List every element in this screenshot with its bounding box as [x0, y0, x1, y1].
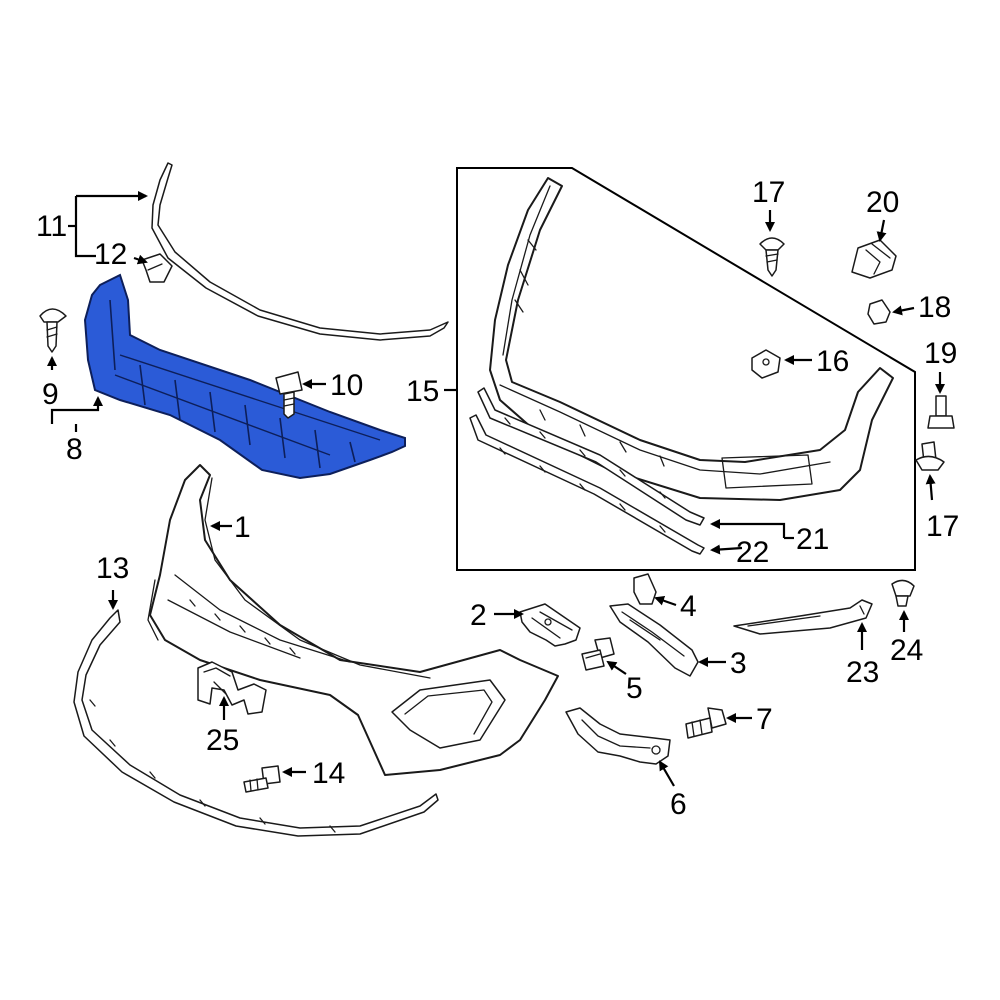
clip-12[interactable] [141, 253, 173, 283]
trim-23[interactable] [733, 599, 873, 635]
callout-23: 23 [846, 656, 879, 689]
callout-7: 7 [756, 703, 773, 736]
clip-18[interactable] [867, 299, 891, 325]
bumper-cover-1[interactable] [147, 464, 559, 776]
screw-17-side[interactable] [915, 441, 945, 471]
bolt-14[interactable] [243, 765, 281, 793]
bracket-3[interactable] [609, 603, 699, 677]
grille-frame[interactable] [489, 177, 894, 501]
callout-4: 4 [680, 590, 697, 623]
callout-25: 25 [206, 724, 239, 757]
callout-21: 21 [796, 523, 829, 556]
callout-24: 24 [890, 634, 923, 667]
callout-17-top: 17 [752, 176, 785, 209]
bracket-20[interactable] [851, 239, 897, 279]
callout-3: 3 [730, 647, 747, 680]
callout-5: 5 [626, 672, 643, 705]
callout-13: 13 [96, 552, 129, 585]
callout-2: 2 [470, 599, 487, 632]
callout-14: 14 [312, 757, 345, 790]
callout-labels: 1 2 3 4 5 6 7 8 9 10 11 12 13 14 15 16 1… [36, 176, 959, 821]
bolt-10[interactable] [275, 371, 303, 419]
bracket-2[interactable] [519, 603, 581, 647]
callout-16: 16 [816, 345, 849, 378]
emblem-25[interactable] [197, 661, 267, 715]
callout-8: 8 [66, 433, 83, 466]
upper-molding-11[interactable] [151, 162, 449, 341]
screw-17-top[interactable] [759, 237, 785, 277]
callout-10: 10 [330, 369, 363, 402]
callout-1: 1 [234, 511, 251, 544]
bolt-5[interactable] [581, 637, 615, 671]
callout-12: 12 [94, 238, 127, 271]
lower-trim-13[interactable] [73, 609, 439, 837]
leader-lines [47, 191, 945, 787]
screw-9[interactable] [39, 308, 67, 353]
callout-17-side: 17 [926, 510, 959, 543]
clip-24[interactable] [891, 579, 915, 607]
bolt-7[interactable] [685, 707, 727, 739]
callout-6: 6 [670, 788, 687, 821]
callout-20: 20 [866, 186, 899, 219]
molding-22[interactable] [469, 414, 705, 555]
detail-inset-box [456, 167, 916, 571]
highlighted-absorber [83, 273, 406, 480]
clip-16[interactable] [751, 349, 781, 379]
callout-9: 9 [42, 378, 59, 411]
molding-21[interactable] [477, 387, 705, 526]
callout-19: 19 [924, 337, 957, 370]
callout-22: 22 [736, 536, 769, 569]
clip-4[interactable] [633, 573, 657, 605]
stud-19[interactable] [927, 395, 955, 429]
callout-11: 11 [36, 210, 67, 243]
bracket-6[interactable] [565, 707, 671, 765]
callout-18: 18 [918, 291, 951, 324]
callout-15: 15 [406, 375, 439, 408]
energy-absorber-8[interactable] [83, 273, 406, 480]
